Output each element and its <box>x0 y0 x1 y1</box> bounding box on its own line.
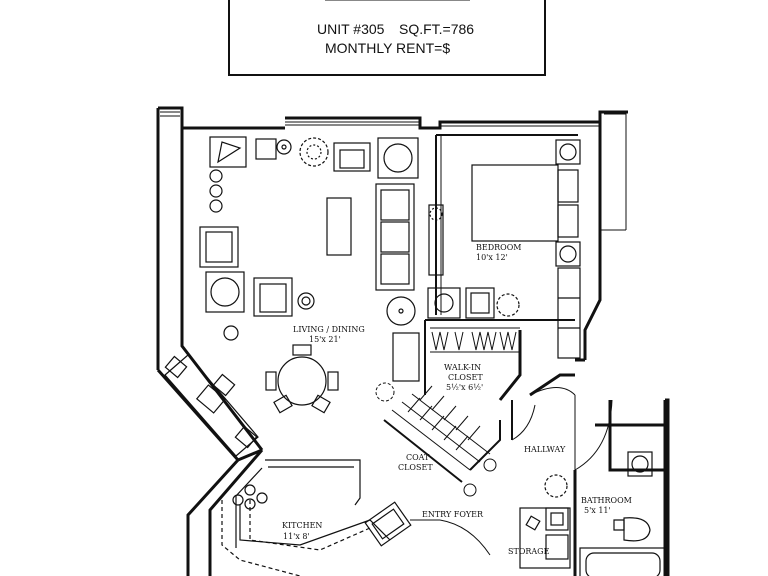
walk-in-closet-dimensions: 5½'x 6½' <box>446 383 483 392</box>
kitchen-fixtures <box>221 459 412 576</box>
square-footage: SQ.FT.=786 <box>399 21 474 37</box>
coat-closet-hangers <box>375 382 501 497</box>
kitchen-label: KITCHEN <box>282 521 322 530</box>
bathroom-label: BATHROOM <box>581 496 632 505</box>
bedroom-furniture <box>427 139 581 359</box>
coat-closet-label-2: CLOSET <box>398 463 433 472</box>
storage-label: STORAGE <box>508 547 550 556</box>
living-room-label: LIVING / DINING <box>293 325 365 334</box>
walk-in-closet-hangers <box>430 327 520 353</box>
bedroom-label: BEDROOM <box>476 243 521 252</box>
top-windows <box>160 111 627 231</box>
header-box <box>228 0 546 76</box>
door-swings <box>410 387 613 556</box>
hallway-label: HALLWAY <box>524 445 566 454</box>
bathroom-fixtures <box>519 451 667 576</box>
walk-in-closet-label: WALK-IN <box>444 363 481 372</box>
monthly-rent: MONTHLY RENT=$ <box>325 40 450 56</box>
labels: UNIT #305 SQ.FT.=786 MONTHLY RENT=$ LIVI… <box>282 21 632 556</box>
coat-closet-label: COAT <box>406 453 430 462</box>
bedroom-dimensions: 10'x 12' <box>476 253 508 262</box>
kitchen-dimensions: 11'x 8' <box>283 532 310 541</box>
exterior-walls <box>156 106 670 576</box>
unit-number: UNIT #305 <box>317 21 385 37</box>
walk-in-closet-label-2: CLOSET <box>448 373 483 382</box>
living-room-dimensions: 15'x 21' <box>309 335 341 344</box>
living-furniture <box>164 136 444 457</box>
bathroom-dimensions: 5'x 11' <box>584 506 611 515</box>
entry-foyer-label: ENTRY FOYER <box>422 510 484 519</box>
